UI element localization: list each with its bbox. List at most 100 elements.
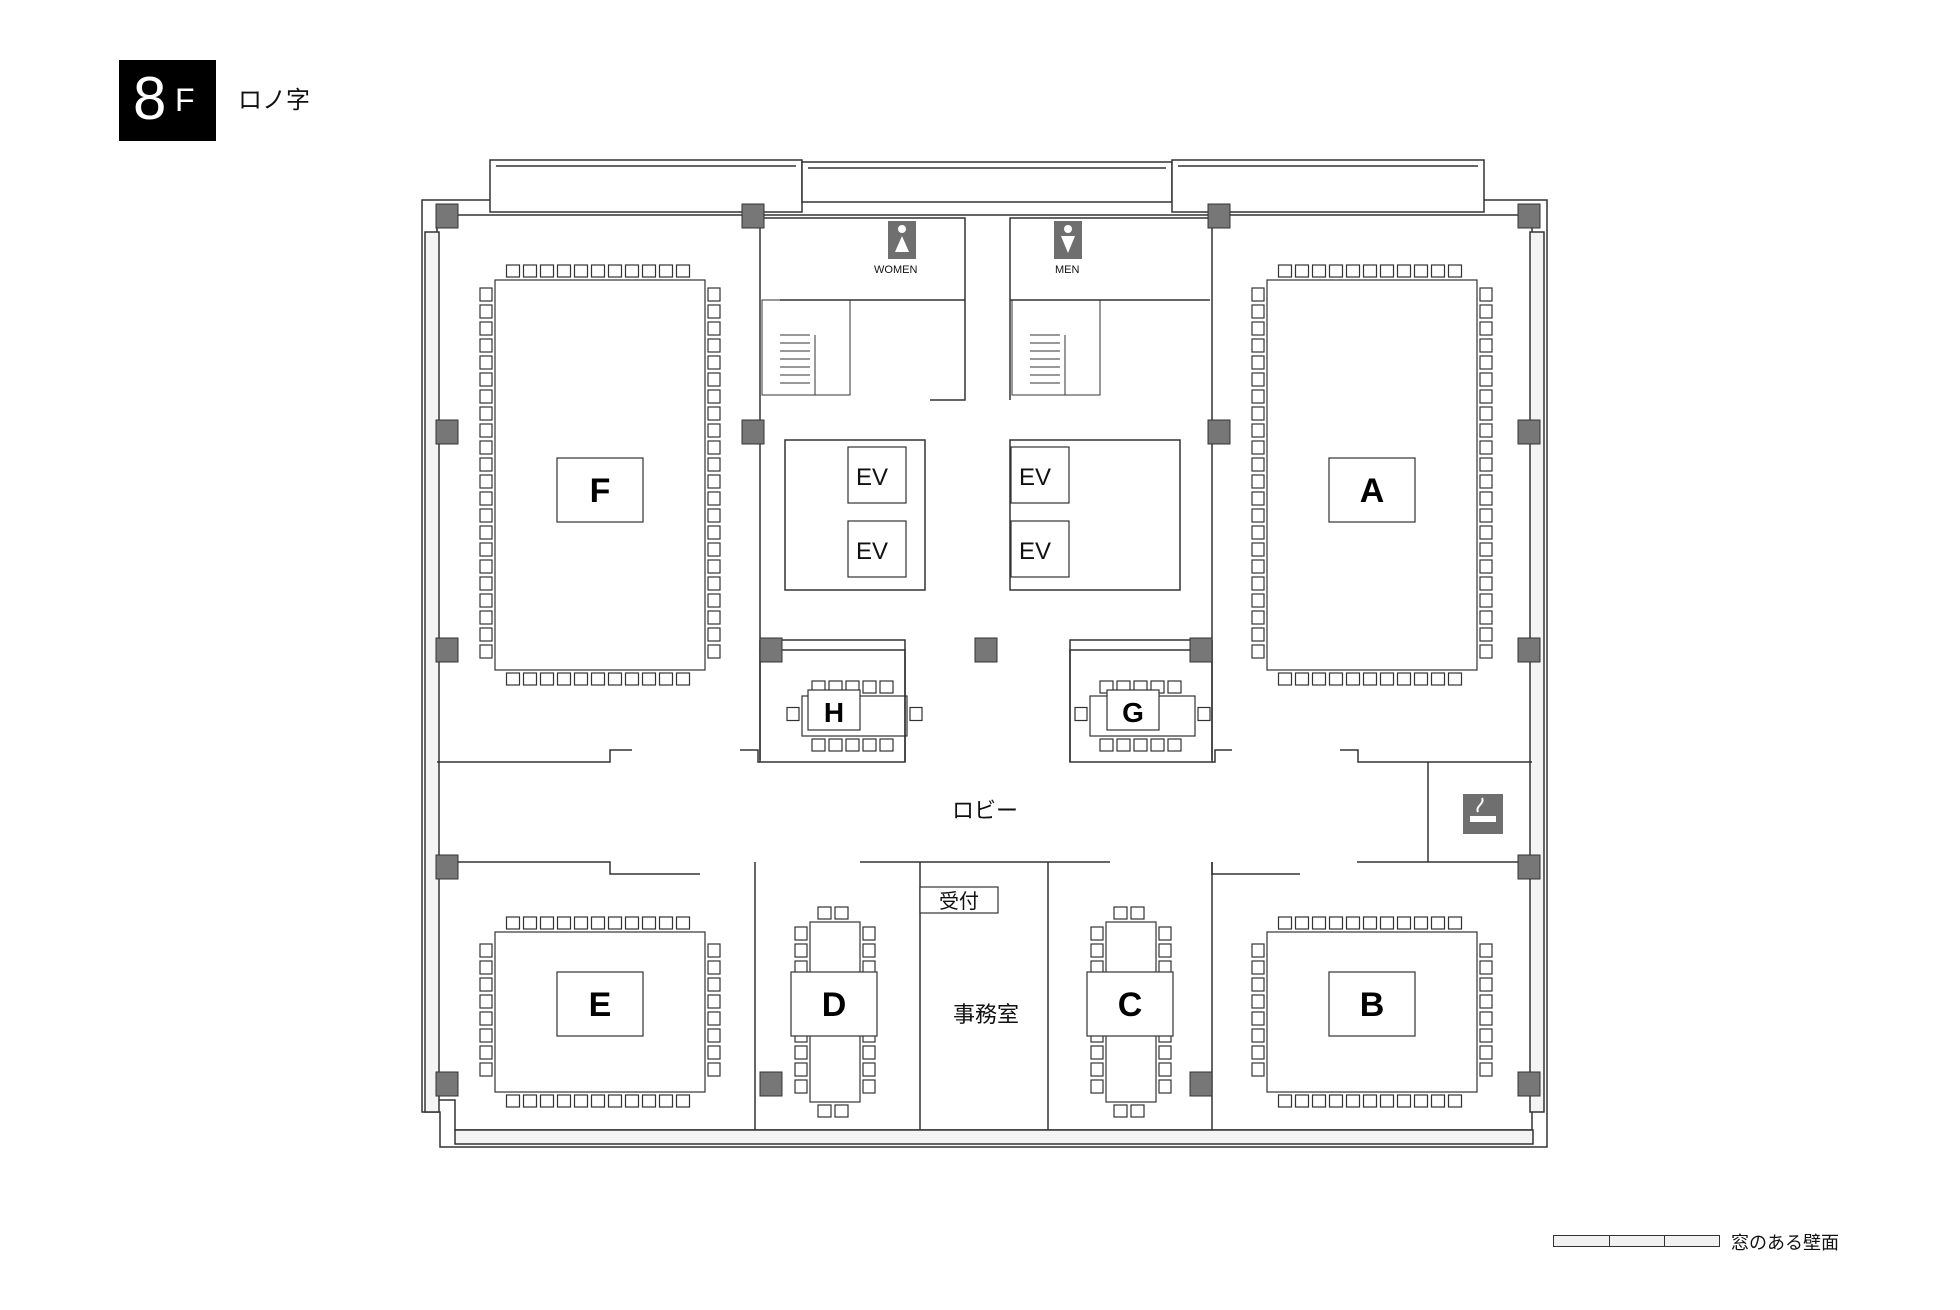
stairs-left bbox=[761, 299, 851, 396]
column bbox=[741, 419, 765, 445]
chair bbox=[1113, 1104, 1128, 1118]
chair bbox=[1362, 672, 1378, 686]
chair bbox=[1251, 372, 1265, 387]
chair bbox=[707, 576, 721, 591]
ev-label: EV bbox=[1019, 538, 1051, 565]
chair bbox=[479, 593, 493, 608]
room-label-box-a bbox=[1328, 457, 1416, 523]
chair bbox=[556, 672, 572, 686]
chair bbox=[707, 542, 721, 557]
chair bbox=[1251, 1062, 1265, 1077]
chair bbox=[607, 1094, 623, 1108]
chair bbox=[707, 474, 721, 489]
chair bbox=[1251, 576, 1265, 591]
chair bbox=[1479, 943, 1493, 958]
chair bbox=[479, 389, 493, 404]
chair bbox=[479, 474, 493, 489]
chair bbox=[1158, 926, 1172, 941]
chair bbox=[834, 906, 849, 920]
chair bbox=[479, 610, 493, 625]
chair bbox=[1277, 264, 1293, 278]
floor-unit: F bbox=[175, 82, 195, 118]
office-label: 事務室 bbox=[953, 1003, 1019, 1028]
chair bbox=[539, 672, 555, 686]
chair bbox=[1277, 1094, 1293, 1108]
room-g-label: G bbox=[1122, 697, 1144, 728]
chair bbox=[1479, 423, 1493, 438]
chair bbox=[624, 1094, 640, 1108]
chair bbox=[1251, 977, 1265, 992]
chair bbox=[1479, 355, 1493, 370]
column bbox=[1517, 637, 1541, 663]
chair bbox=[707, 440, 721, 455]
chair bbox=[707, 457, 721, 472]
chair bbox=[590, 264, 606, 278]
chair bbox=[1345, 264, 1361, 278]
chair bbox=[1328, 1094, 1344, 1108]
chair bbox=[862, 926, 876, 941]
chair bbox=[1479, 542, 1493, 557]
right-window-wall bbox=[1529, 231, 1545, 1113]
chair bbox=[479, 406, 493, 421]
chair bbox=[1113, 906, 1128, 920]
chair bbox=[1413, 916, 1429, 930]
chair bbox=[556, 1094, 572, 1108]
chair bbox=[522, 916, 538, 930]
chair bbox=[707, 321, 721, 336]
chair bbox=[1251, 644, 1265, 659]
building-outer-wall bbox=[421, 199, 1548, 1148]
chair bbox=[794, 1062, 808, 1077]
chair bbox=[1090, 1062, 1104, 1077]
chair bbox=[479, 576, 493, 591]
chair bbox=[1430, 672, 1446, 686]
chair bbox=[624, 672, 640, 686]
chair bbox=[707, 389, 721, 404]
room-h-area bbox=[759, 649, 906, 763]
chair bbox=[1090, 1045, 1104, 1060]
layout-name: ロノ字 bbox=[238, 86, 310, 114]
chair bbox=[1479, 610, 1493, 625]
chair bbox=[1277, 672, 1293, 686]
chair bbox=[1479, 287, 1493, 302]
chair bbox=[1150, 738, 1165, 752]
chair bbox=[479, 1045, 493, 1060]
chair bbox=[479, 525, 493, 540]
chair bbox=[539, 1094, 555, 1108]
chair bbox=[1251, 389, 1265, 404]
chair bbox=[707, 304, 721, 319]
chair bbox=[522, 1094, 538, 1108]
chair bbox=[479, 491, 493, 506]
chair bbox=[794, 926, 808, 941]
chair bbox=[1251, 304, 1265, 319]
chair bbox=[607, 916, 623, 930]
ev-label: EV bbox=[856, 538, 888, 565]
chair bbox=[1479, 593, 1493, 608]
chair bbox=[479, 304, 493, 319]
chair bbox=[1479, 1062, 1493, 1077]
chair bbox=[1479, 457, 1493, 472]
lobby-wall-top bbox=[437, 749, 1532, 763]
chair bbox=[1251, 593, 1265, 608]
chair bbox=[1430, 264, 1446, 278]
conference-table-b bbox=[1266, 931, 1478, 1093]
chair bbox=[1294, 916, 1310, 930]
chair bbox=[862, 943, 876, 958]
stairs-right bbox=[1011, 299, 1101, 396]
chair bbox=[479, 1011, 493, 1026]
chair bbox=[707, 423, 721, 438]
chair bbox=[1379, 672, 1395, 686]
elevator-shaft bbox=[847, 446, 907, 504]
chair bbox=[479, 508, 493, 523]
column bbox=[1517, 203, 1541, 229]
chair bbox=[607, 672, 623, 686]
chair bbox=[1130, 1104, 1145, 1118]
chair bbox=[1158, 1062, 1172, 1077]
chair bbox=[1197, 706, 1211, 722]
chair bbox=[479, 559, 493, 574]
bottom-window-wall bbox=[454, 1129, 1534, 1145]
chair bbox=[1379, 1094, 1395, 1108]
chair bbox=[794, 1079, 808, 1094]
chair bbox=[707, 372, 721, 387]
chair bbox=[479, 960, 493, 975]
chair bbox=[1362, 264, 1378, 278]
